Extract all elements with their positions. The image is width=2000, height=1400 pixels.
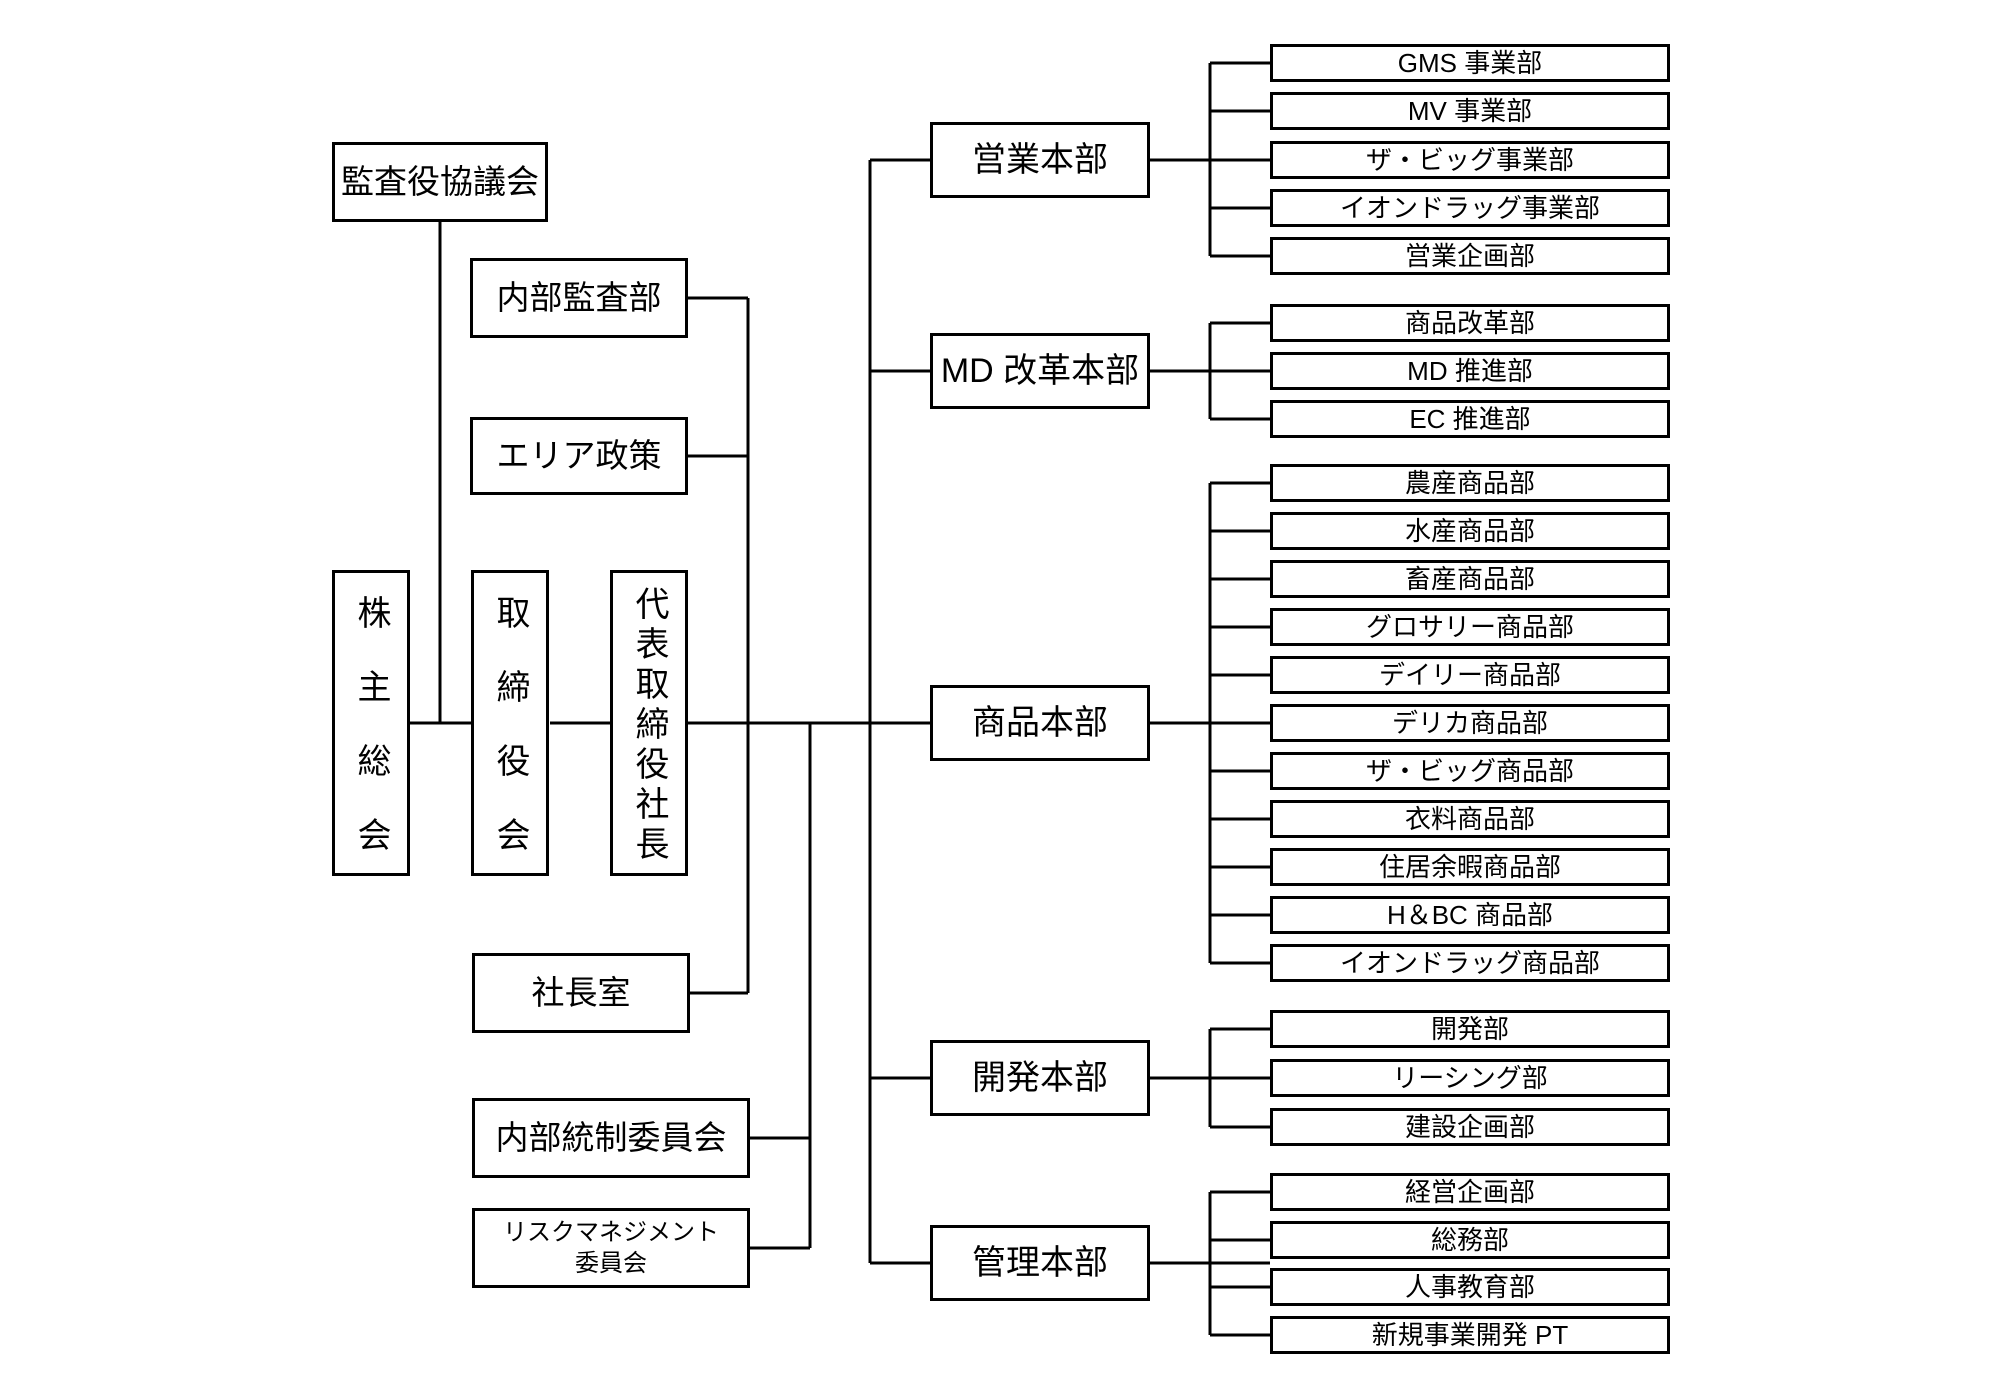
dept-box-merch-3: 畜産商品部 — [1270, 560, 1670, 598]
governance-connectors — [410, 222, 930, 1250]
dept-box-merch-7: ザ・ビッグ商品部 — [1270, 752, 1670, 790]
dept-box-sales-4: イオンドラッグ事業部 — [1270, 189, 1670, 227]
shareholders-meeting-box: 株主総会 — [332, 570, 410, 891]
shareholders-meeting-label: 株主総会 — [352, 595, 390, 891]
dept-box-dev-1: 開発部 — [1270, 1010, 1670, 1048]
development-division-connectors — [1150, 1027, 1270, 1129]
division-box-merchandise: 商品本部 — [930, 685, 1150, 761]
dept-box-merch-2: 水産商品部 — [1270, 512, 1670, 550]
internal-control-committee-box: 内部統制委員会 — [472, 1098, 750, 1178]
division-box-sales: 営業本部 — [930, 122, 1150, 198]
dept-box-merch-9: 住居余暇商品部 — [1270, 848, 1670, 886]
dept-box-sales-2: MV 事業部 — [1270, 92, 1670, 130]
dept-box-merch-8: 衣料商品部 — [1270, 800, 1670, 838]
dept-box-dev-2: リーシング部 — [1270, 1059, 1670, 1097]
dept-box-dev-3: 建設企画部 — [1270, 1108, 1670, 1146]
dept-box-md-2: MD 推進部 — [1270, 352, 1670, 390]
board-of-directors-box: 取締役会 — [471, 570, 549, 891]
audit-council-box: 監査役協議会 — [332, 142, 548, 222]
md-reform-division-connectors — [1150, 321, 1270, 421]
dept-box-sales-5: 営業企画部 — [1270, 237, 1670, 275]
risk-management-committee-box: リスクマネジメント 委員会 — [472, 1208, 750, 1288]
dept-box-sales-3: ザ・ビッグ事業部 — [1270, 141, 1670, 179]
administration-division-connectors — [1150, 1190, 1270, 1337]
division-box-development: 開発本部 — [930, 1040, 1150, 1116]
dept-box-admin-1: 経営企画部 — [1270, 1173, 1670, 1211]
division-box-md-reform: MD 改革本部 — [930, 333, 1150, 409]
representative-director-president-box: 代表取締役社長 — [610, 570, 688, 876]
dept-box-admin-4: 新規事業開発 PT — [1270, 1316, 1670, 1354]
dept-box-admin-2: 総務部 — [1270, 1221, 1670, 1259]
division-trunk — [868, 158, 930, 1265]
dept-box-merch-4: グロサリー商品部 — [1270, 608, 1670, 646]
dept-box-admin-3: 人事教育部 — [1270, 1268, 1670, 1306]
merchandise-division-connectors — [1150, 481, 1270, 965]
sales-division-connectors — [1150, 61, 1270, 258]
dept-box-merch-1: 農産商品部 — [1270, 464, 1670, 502]
representative-director-president-label: 代表取締役社長 — [630, 586, 668, 866]
area-policy-box: エリア政策 — [470, 417, 688, 495]
dept-box-md-1: 商品改革部 — [1270, 304, 1670, 342]
dept-box-merch-10: H＆BC 商品部 — [1270, 896, 1670, 934]
dept-box-md-3: EC 推進部 — [1270, 400, 1670, 438]
division-box-administration: 管理本部 — [930, 1225, 1150, 1301]
presidents-office-box: 社長室 — [472, 953, 690, 1033]
board-of-directors-label: 取締役会 — [491, 595, 529, 891]
dept-box-merch-5: デイリー商品部 — [1270, 656, 1670, 694]
dept-box-sales-1: GMS 事業部 — [1270, 44, 1670, 82]
dept-box-merch-6: デリカ商品部 — [1270, 704, 1670, 742]
internal-audit-dept-box: 内部監査部 — [470, 258, 688, 338]
dept-box-merch-11: イオンドラッグ商品部 — [1270, 944, 1670, 982]
